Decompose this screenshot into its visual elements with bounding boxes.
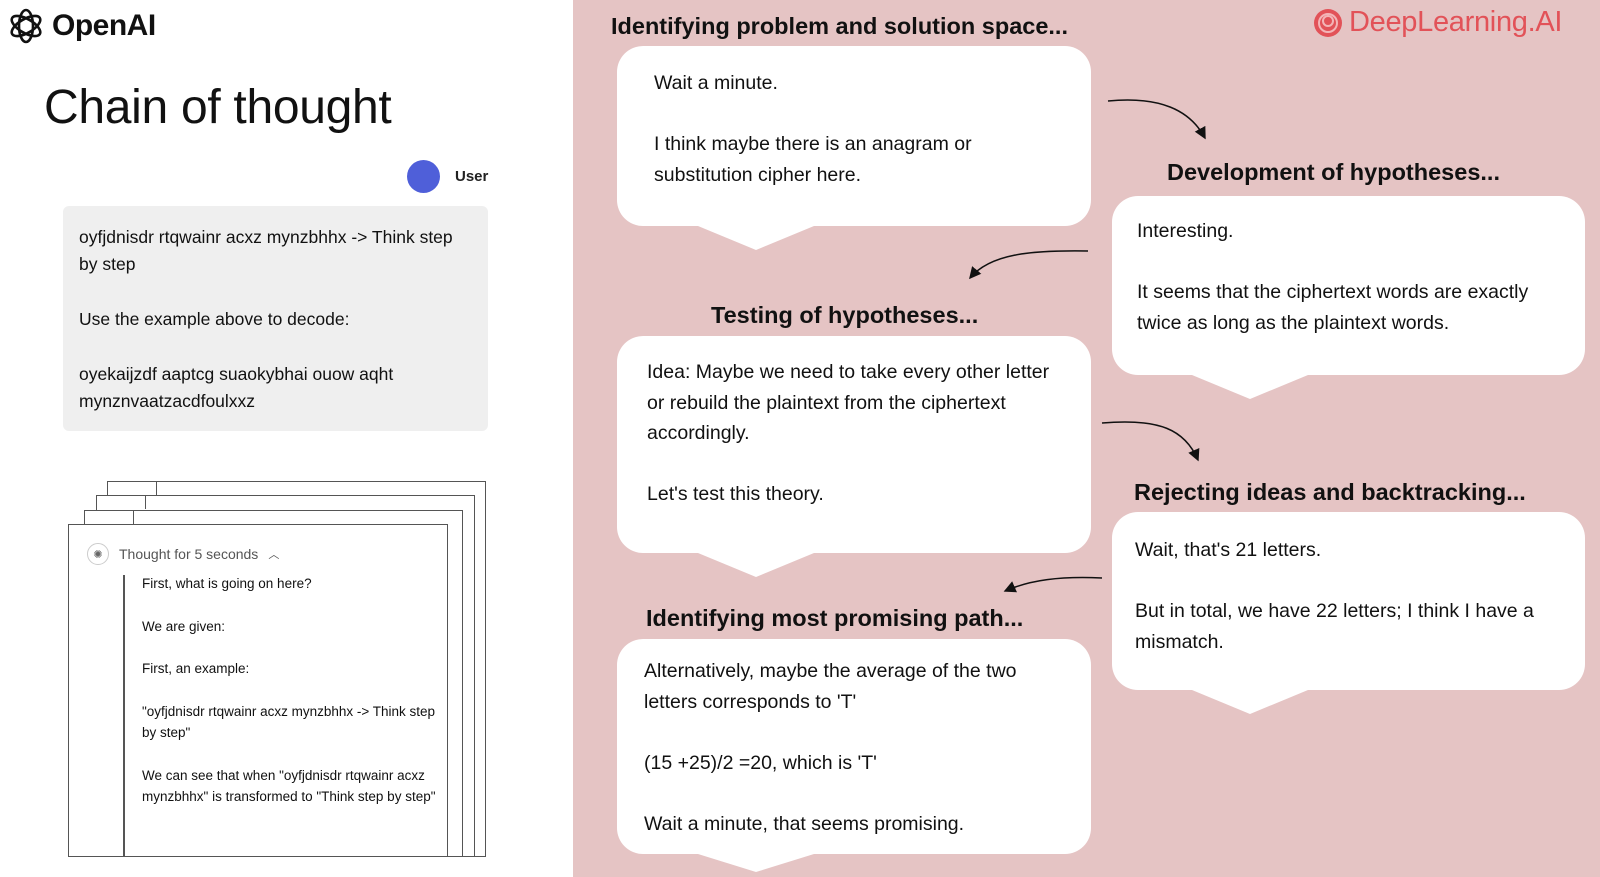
bubble-tail (1192, 375, 1308, 399)
stage-heading: Rejecting ideas and backtracking... (1134, 479, 1526, 505)
stage-heading: Testing of hypotheses... (711, 302, 979, 328)
stage-text: Alternatively, maybe the average of the … (644, 660, 1017, 713)
stage-text: Idea: Maybe we need to take every other … (647, 361, 1050, 444)
openai-logo: OpenAI (6, 6, 156, 46)
openai-wordmark: OpenAI (52, 9, 156, 42)
user-prompt-message: oyfjdnisdr rtqwainr acxz mynzbhhx -> Thi… (63, 206, 488, 431)
openai-logo-icon (10, 8, 42, 44)
bubble-tail (698, 854, 814, 872)
slide-title: Chain of thought (44, 81, 392, 134)
thought-header: Thought for 5 seconds (119, 546, 259, 562)
stage-bubble: Wait, that's 21 letters. But in total, w… (1112, 512, 1585, 690)
stage-bubble: Idea: Maybe we need to take every other … (617, 336, 1091, 553)
stage-text: But in total, we have 22 letters; I thin… (1135, 600, 1534, 653)
stacked-frame-tab (96, 495, 146, 509)
thought-body: First, what is going on here? We are giv… (142, 573, 442, 829)
openai-small-icon: ✺ (87, 543, 109, 565)
stage-text: It seems that the ciphertext words are e… (1137, 281, 1529, 334)
thought-line: First, what is going on here? (142, 576, 312, 591)
bubble-tail (1192, 690, 1308, 714)
bubble-tail (698, 553, 814, 577)
chevron-up-icon: ︿ (268, 549, 280, 561)
stacked-frame-tab (107, 481, 157, 495)
thought-line: First, an example: (142, 661, 250, 676)
user-avatar (407, 160, 440, 193)
prompt-line: Use the example above to decode: (79, 309, 350, 329)
stage-bubble: Wait a minute. I think maybe there is an… (617, 46, 1091, 226)
deeplearning-wordmark: DeepLearning.AI (1349, 6, 1563, 38)
thought-toggle[interactable]: ✺ Thought for 5 seconds ︿ (87, 543, 279, 565)
stage-text: Wait a minute, that seems promising. (644, 812, 965, 835)
user-label: User (455, 168, 489, 185)
stacked-frame-tab (84, 510, 134, 524)
stage-text: (15 +25)/2 =20, which is 'T' (644, 751, 877, 774)
stage-text: Wait a minute. (654, 72, 778, 94)
thought-rule (123, 575, 125, 857)
stage-text: Wait, that's 21 letters. (1135, 539, 1322, 561)
stage-text: Let's test this theory. (647, 483, 824, 505)
prompt-line: oyekaijzdf aaptcg suaokybhai ouow aqht m… (79, 364, 394, 411)
deeplearning-logo-icon (1314, 8, 1342, 37)
thought-line: We are given: (142, 618, 226, 634)
thought-card: ✺ Thought for 5 seconds ︿ First, what is… (68, 524, 448, 857)
stage-heading: Development of hypotheses... (1167, 159, 1500, 185)
deeplearning-logo: DeepLearning.AI (1313, 6, 1562, 39)
stage-text: I think maybe there is an anagram or sub… (654, 133, 972, 186)
thought-line: "oyfjdnisdr rtqwainr acxz mynzbhhx -> Th… (142, 703, 436, 741)
thought-line: We can see that when "oyfjdnisdr rtqwain… (142, 767, 436, 805)
prompt-line: oyfjdnisdr rtqwainr acxz mynzbhhx -> Thi… (79, 227, 453, 274)
stage-heading: Identifying most promising path... (646, 605, 1024, 631)
stage-text: Interesting. (1137, 220, 1234, 242)
stage-heading: Identifying problem and solution space..… (611, 13, 1068, 39)
bubble-tail (698, 226, 814, 250)
stage-bubble: Interesting. It seems that the ciphertex… (1112, 196, 1585, 375)
stage-bubble: Alternatively, maybe the average of the … (617, 639, 1091, 854)
